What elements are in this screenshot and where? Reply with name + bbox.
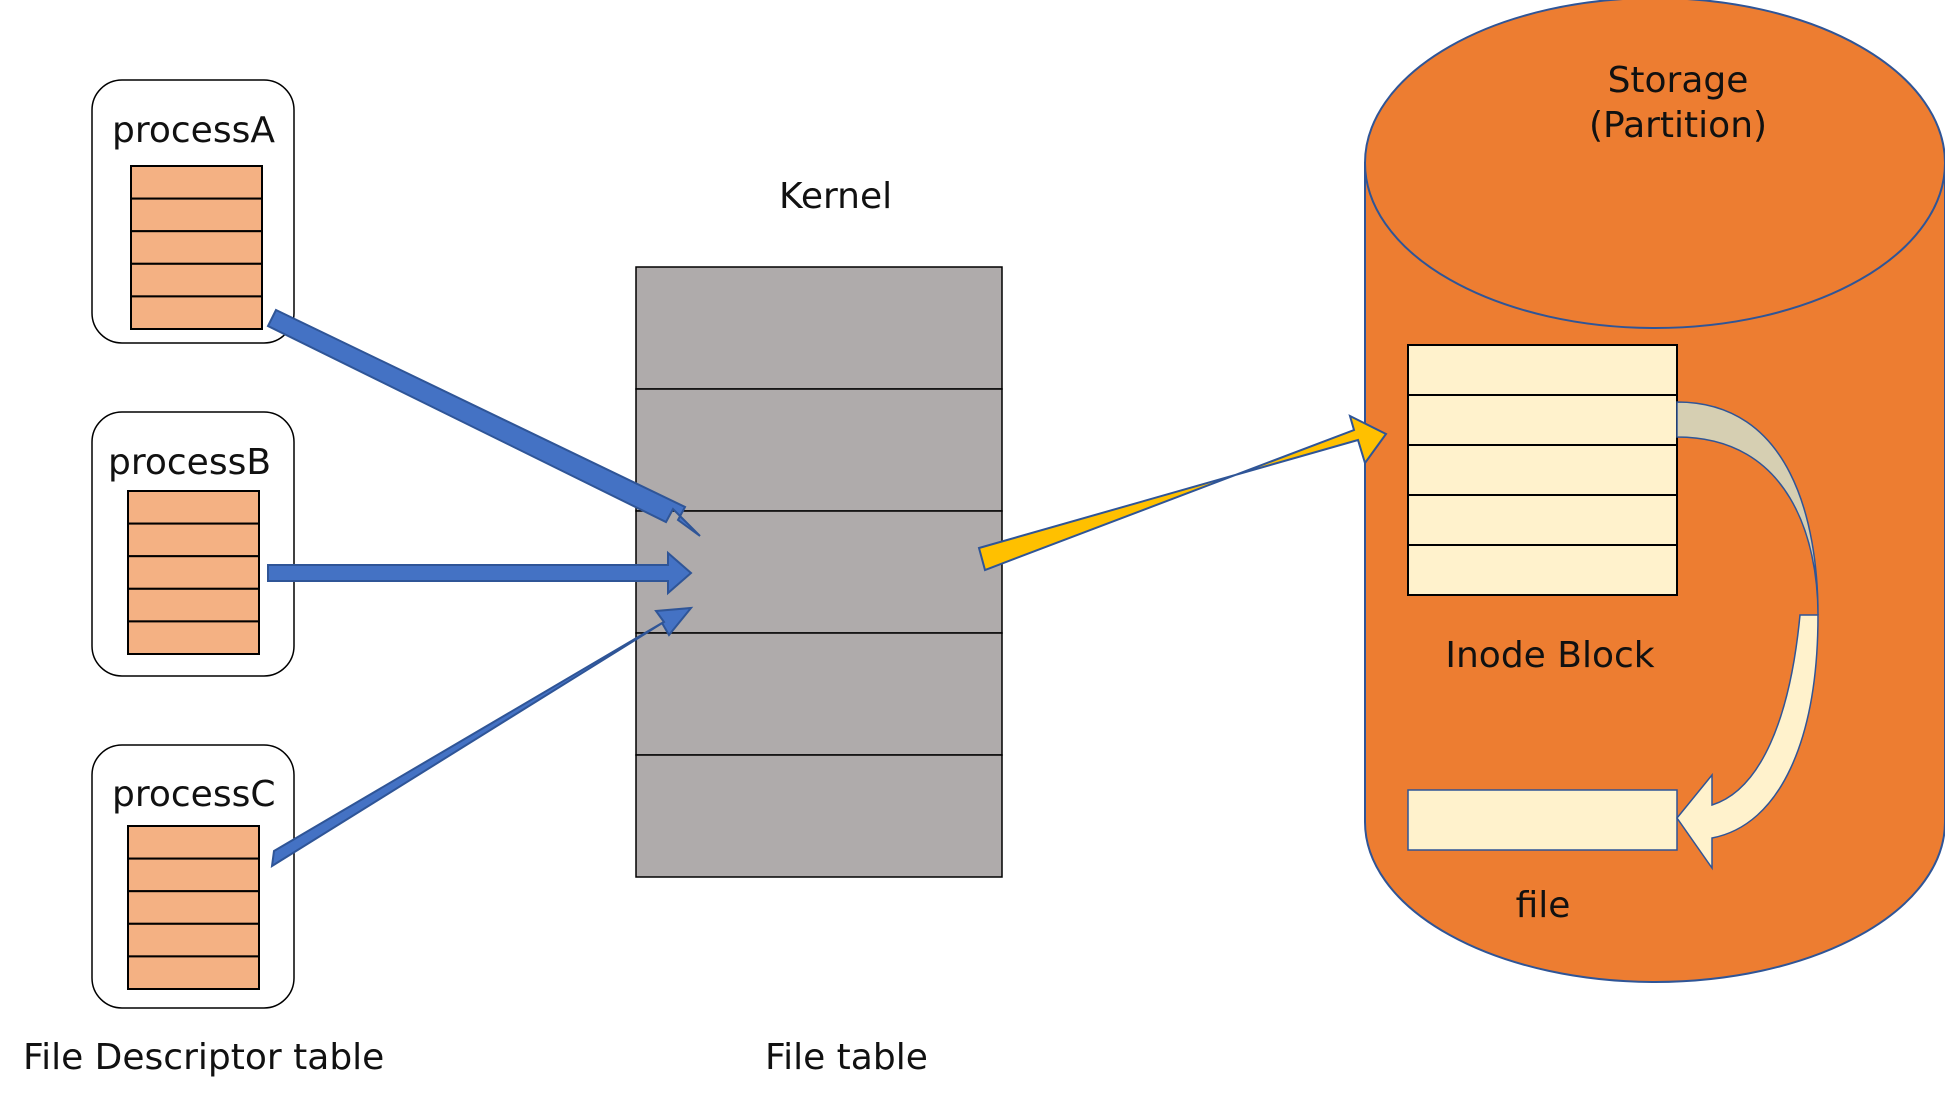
inode-entry (1407, 544, 1678, 596)
process-b-arrow (267, 550, 693, 596)
fd-entry (127, 587, 260, 623)
process-c-fd-table (127, 825, 260, 991)
fd-entry (130, 262, 263, 298)
inode-block (1407, 344, 1678, 596)
process-c-arrow (270, 606, 694, 868)
inode-entry (1407, 444, 1678, 496)
fd-entry (130, 295, 263, 330)
file-table-entry (635, 388, 1003, 512)
process-c-label: processC (112, 774, 275, 815)
inode-entry (1407, 494, 1678, 546)
kernel-label: Kernel (779, 176, 892, 217)
storage-sublabel: (Partition) (1589, 105, 1767, 146)
fd-entry (130, 165, 263, 200)
fd-entry (127, 825, 260, 860)
fd-table-caption: File Descriptor table (23, 1037, 384, 1078)
fd-entry (130, 230, 263, 265)
fd-entry (127, 955, 260, 991)
fd-entry (127, 620, 260, 656)
fd-entry (127, 890, 260, 925)
fd-entry (127, 490, 260, 525)
storage-top (1364, 0, 1945, 329)
fd-entry (127, 522, 260, 558)
fd-entry (127, 555, 260, 590)
fd-entry (130, 197, 263, 233)
kernel-to-inode-arrow (977, 414, 1388, 572)
process-a-group: processA (91, 79, 295, 344)
file-block (1407, 789, 1678, 851)
process-a-fd-table (130, 165, 263, 330)
process-b-fd-table (127, 490, 260, 656)
storage-label: Storage (1608, 60, 1749, 101)
inode-block-label: Inode Block (1445, 635, 1654, 676)
process-c-group: processC (91, 744, 295, 1009)
process-b-group: processB (91, 411, 295, 677)
file-table-entry (635, 754, 1003, 878)
inode-to-file-arrow (1676, 401, 1819, 871)
fd-entry (127, 922, 260, 958)
file-table-caption: File table (765, 1037, 928, 1078)
file-table (635, 266, 1003, 878)
file-label: file (1516, 885, 1571, 926)
file-table-entry (635, 266, 1003, 390)
inode-entry (1407, 394, 1678, 446)
process-a-label: processA (112, 110, 275, 151)
process-a-arrow (266, 308, 701, 537)
inode-entry (1407, 344, 1678, 396)
file-table-entry (635, 632, 1003, 756)
fd-entry (127, 857, 260, 893)
process-b-label: processB (108, 442, 271, 483)
curved-arrow-body (1676, 614, 1819, 871)
